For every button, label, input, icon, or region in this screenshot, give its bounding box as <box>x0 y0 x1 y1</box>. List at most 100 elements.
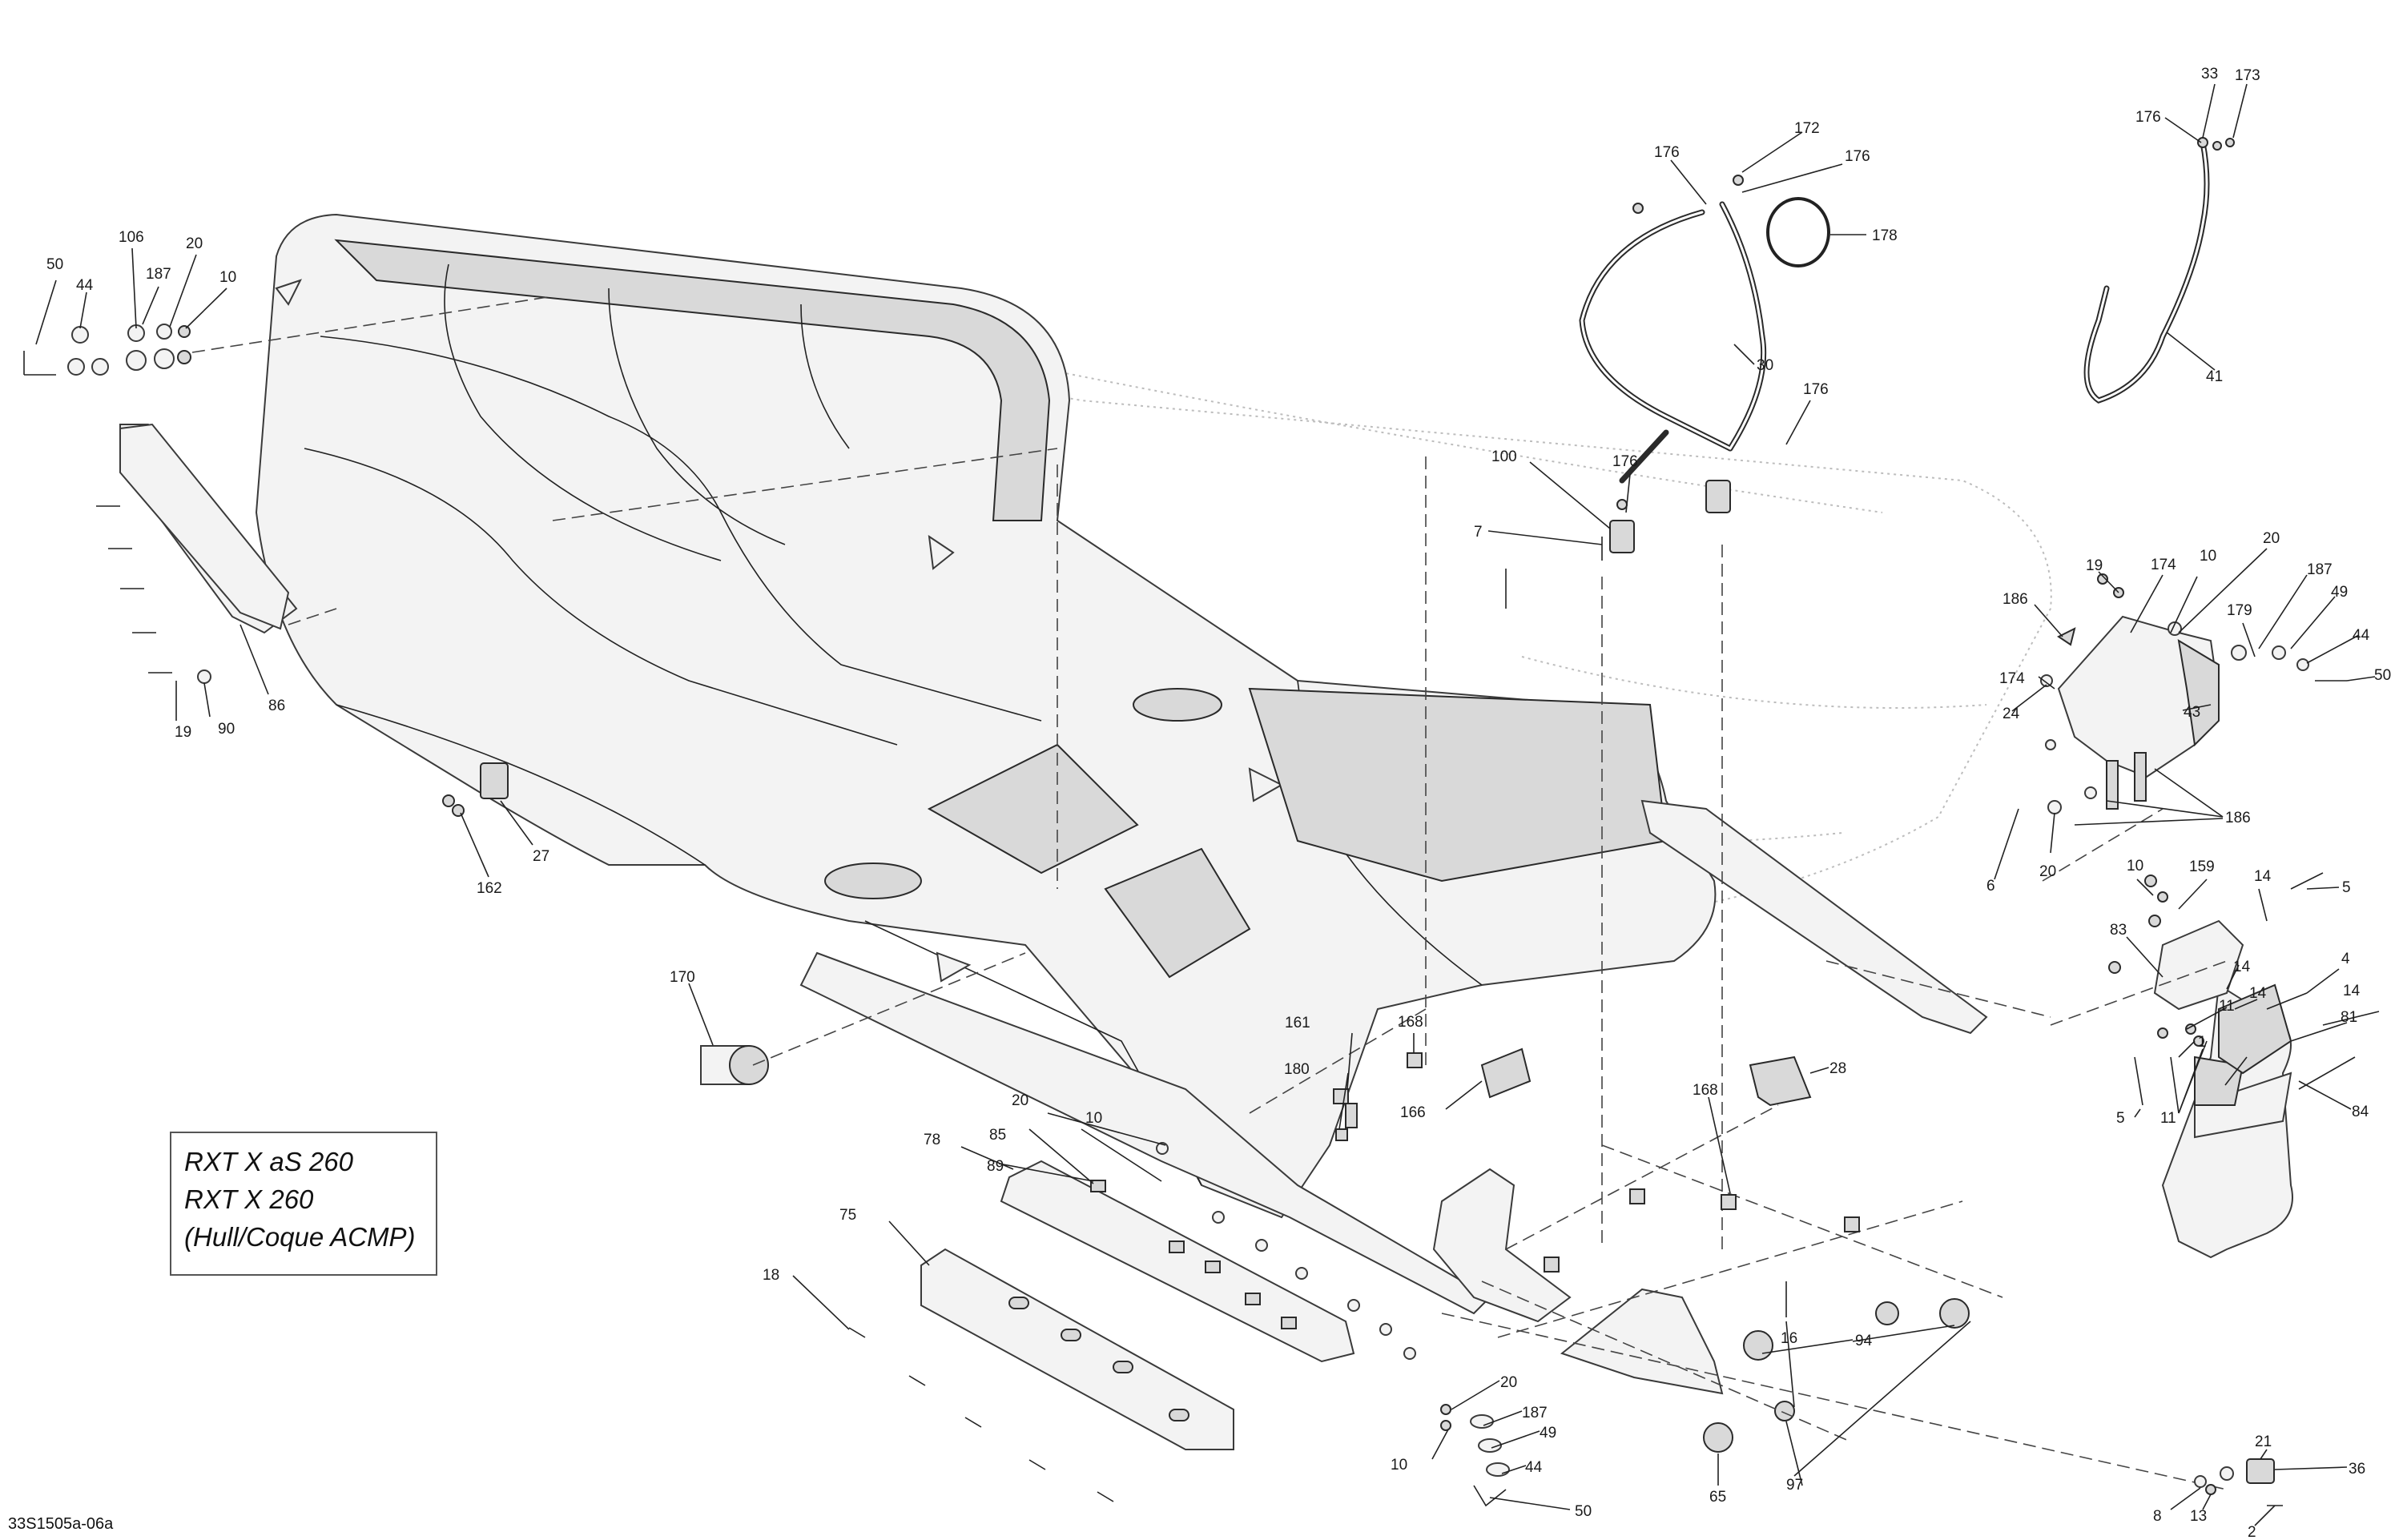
model-line: RXT X aS 260 <box>184 1147 353 1176</box>
callout-label: 20 <box>2039 863 2056 880</box>
fitting <box>1705 480 1731 513</box>
callout-label: 5 <box>2342 879 2351 896</box>
callout-label: 1 <box>2198 1034 2207 1051</box>
callout-label: 10 <box>1085 1110 1102 1127</box>
assembly-guide-lines <box>191 296 2228 1490</box>
callout-label: 18 <box>763 1267 779 1284</box>
callout-label: 162 <box>477 880 502 897</box>
callout-label: 13 <box>2190 1508 2207 1525</box>
callout-label: 180 <box>1284 1061 1310 1078</box>
callout-label: 33 <box>2201 66 2218 82</box>
callout-label: 187 <box>2307 561 2333 578</box>
callout-label: 19 <box>2086 557 2103 574</box>
triangle-decal <box>1248 767 1284 802</box>
bracket-28 <box>1749 1055 1812 1107</box>
callout-label: 14 <box>2343 983 2361 999</box>
callout-label: 78 <box>924 1132 940 1148</box>
callout-label: 19 <box>175 724 191 741</box>
callout-label: 90 <box>218 721 235 738</box>
callout-label: 176 <box>1654 144 1680 161</box>
callout-label: 168 <box>1398 1014 1423 1031</box>
callout-label: 174 <box>1999 670 2025 687</box>
callout-label: 187 <box>1522 1405 1548 1421</box>
cup-holder <box>1133 688 1222 722</box>
callout-label: 10 <box>219 269 236 286</box>
callout-label: 176 <box>1803 381 1829 398</box>
callout-label: 44 <box>76 277 94 294</box>
hull-ghost-line <box>1040 368 1987 845</box>
callout-label: 75 <box>839 1207 856 1224</box>
callout-label: 41 <box>2206 368 2223 385</box>
callout-label: 28 <box>1829 1060 1846 1077</box>
cup-holder <box>824 862 922 899</box>
callout-label: 10 <box>2200 548 2216 565</box>
callout-label: 187 <box>146 266 171 283</box>
callout-label: 30 <box>1757 357 1773 374</box>
clamp-ring-178 <box>1766 197 1830 267</box>
callout-label: 27 <box>533 848 549 865</box>
callout-label: 186 <box>2002 591 2028 608</box>
callout-label: 159 <box>2189 858 2215 875</box>
model-line: RXT X 260 <box>184 1184 314 1214</box>
callout-label: 179 <box>2227 602 2252 619</box>
callout-label: 24 <box>2002 706 2020 722</box>
callout-labels: 50 106 44 187 20 10 19 90 86 162 27 170 … <box>46 66 2391 1540</box>
callout-label: 65 <box>1709 1489 1726 1506</box>
callout-label: 49 <box>1540 1425 1556 1441</box>
callout-label: 7 <box>1474 524 1483 541</box>
callout-label: 5 <box>2116 1110 2125 1127</box>
callout-label: 44 <box>2353 627 2370 644</box>
callout-label: 8 <box>2153 1508 2162 1525</box>
callout-label: 4 <box>2341 951 2350 967</box>
fitting <box>1875 1301 1899 1325</box>
callout-label: 94 <box>1855 1333 1873 1349</box>
right-rail <box>1640 799 1988 1035</box>
model-line: (Hull/Coque ACMP) <box>184 1222 416 1252</box>
intake-ramp <box>1432 1168 1572 1323</box>
triangle-decal <box>275 279 302 306</box>
leader-lines <box>35 83 2380 1526</box>
callout-label: 178 <box>1872 227 1898 244</box>
callout-label: 170 <box>670 969 695 986</box>
callout-label: 20 <box>1012 1092 1028 1109</box>
step-bracket <box>2153 919 2244 1011</box>
callout-label: 86 <box>268 698 285 714</box>
callout-label: 36 <box>2349 1461 2365 1478</box>
callout-label: 20 <box>186 235 203 252</box>
callout-label: 97 <box>1786 1477 1803 1494</box>
mount-bracket-94 <box>1560 1288 1724 1395</box>
callout-label: 44 <box>1525 1459 1543 1476</box>
callout-label: 20 <box>2263 530 2280 547</box>
callout-label: 173 <box>2235 67 2260 84</box>
hardware <box>23 137 2347 1507</box>
clip-21 <box>2246 1458 2275 1484</box>
callout-label: 14 <box>2254 868 2272 885</box>
callout-label: 50 <box>2374 667 2391 684</box>
callout-label: 50 <box>1575 1503 1592 1520</box>
triangle-decal <box>936 951 972 983</box>
callout-label: 10 <box>2127 858 2143 875</box>
trim-panel-78 <box>1000 1160 1355 1363</box>
callout-label: 176 <box>1845 148 1870 165</box>
callout-label: 100 <box>1491 448 1517 465</box>
callout-label: 50 <box>46 256 63 273</box>
grab-handle-30 <box>1579 201 1767 484</box>
callout-label: 43 <box>2184 704 2200 721</box>
callout-label: 49 <box>2331 584 2348 601</box>
trim-slots <box>1008 1297 1189 1421</box>
fitting-94 <box>1743 1330 1773 1361</box>
fitting-65 <box>1703 1422 1733 1453</box>
callout-label: 176 <box>1612 453 1638 470</box>
callout-label: 89 <box>987 1158 1004 1175</box>
callout-label: 83 <box>2110 922 2127 939</box>
callout-label: 11 <box>2160 1110 2176 1127</box>
callout-label: 84 <box>2352 1104 2369 1120</box>
boot-170 <box>700 1045 769 1085</box>
callout-label: 166 <box>1400 1104 1426 1121</box>
callout-label: 85 <box>989 1127 1006 1144</box>
diagram-reference-code: 33S1505a-06a <box>8 1515 114 1533</box>
bumper-trim-86 <box>119 423 290 630</box>
fitting-97 <box>1774 1401 1795 1421</box>
callout-label: 168 <box>1693 1082 1718 1099</box>
